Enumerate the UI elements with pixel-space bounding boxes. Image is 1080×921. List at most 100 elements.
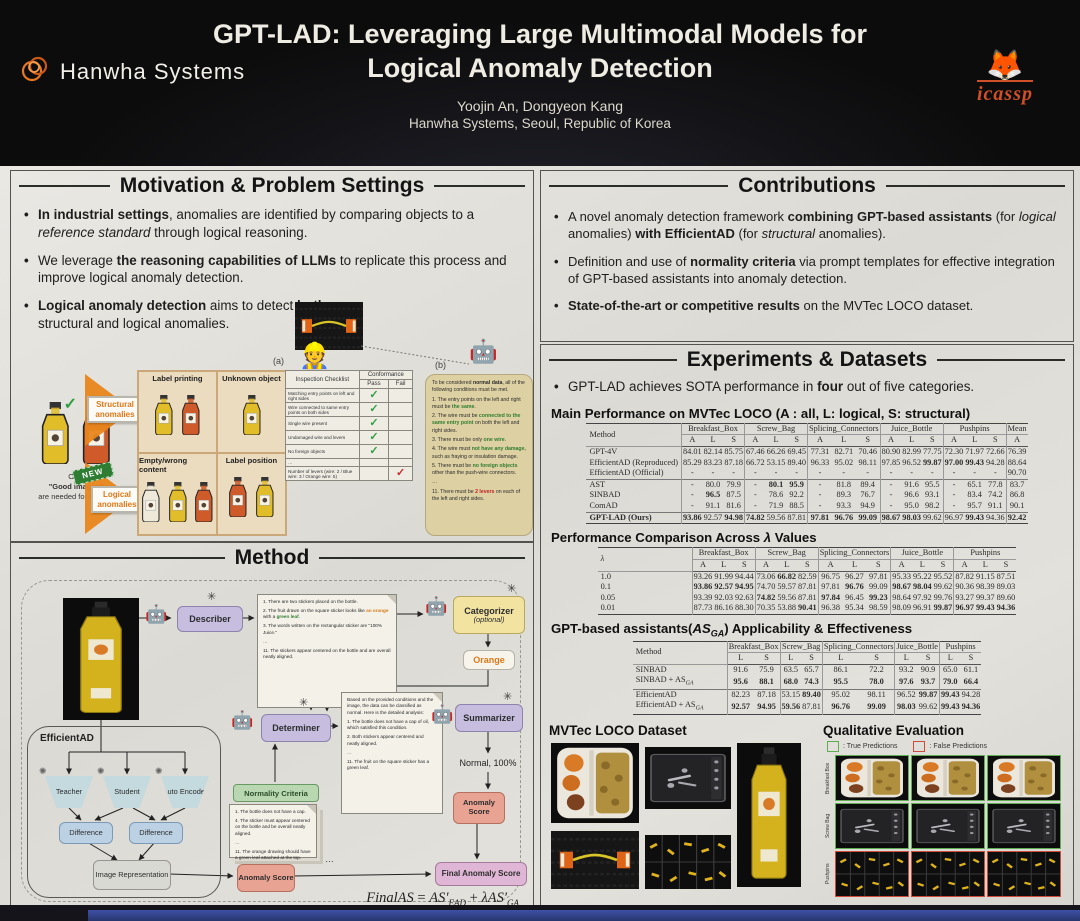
qualitative-image-breakfast-box — [835, 754, 909, 801]
note-line: 5. There must be no foreign objects othe… — [432, 462, 518, 477]
bullet-item: We leverage the reasoning capabilities o… — [23, 252, 523, 288]
final-anomaly-score-node: Final Anomaly Score — [435, 862, 527, 886]
hanwha-rings-icon — [18, 52, 52, 91]
method-title-row: Method — [19, 546, 525, 570]
bullet-item: A novel anomaly detection framework comb… — [553, 208, 1063, 243]
table-blue-strip — [88, 910, 1080, 921]
note-line: 2. The wire must be connected to the sam… — [432, 413, 521, 434]
bottle-icon — [142, 481, 160, 522]
bottle-icon — [155, 395, 173, 436]
category-result-node: Orange — [463, 650, 515, 670]
note-line: 11. The stickers appear centered on the … — [263, 647, 391, 660]
dataset-images — [549, 741, 809, 893]
checklist-row: … — [285, 458, 413, 467]
poster-title-line1: GPT-LAD: Leveraging Large Multimodal Mod… — [212, 19, 868, 49]
dataset-image-screw-bag — [645, 746, 731, 809]
checkmark-icon: ✓ — [63, 396, 77, 413]
method-pipeline-frame — [21, 580, 521, 902]
motivation-title: Motivation & Problem Settings — [119, 174, 425, 197]
openai-logo-icon: ✳ — [507, 583, 517, 595]
efficientad-block: EfficientAD — [27, 726, 221, 898]
difference-node: Difference — [129, 822, 183, 844]
image-representation-node: Image Representation — [93, 860, 171, 890]
icassp-logo-text: icassp — [977, 80, 1033, 105]
note-line: 4. The sticker must appear centered on t… — [235, 817, 310, 836]
openai-logo-icon: ✳ — [503, 691, 513, 703]
poster-authors: Yoojin An, Dongyeon Kang — [456, 97, 624, 114]
experiments-title: Experiments & Datasets — [686, 348, 928, 371]
pass-checkmark-icon: ✓ — [369, 445, 379, 457]
poster-banner: Hanwha Systems GPT-LAD: Leveraging Large… — [0, 0, 1080, 166]
checklist-row: Number of levers (wire: 2 / Blue wire: 3… — [285, 466, 413, 481]
hanwha-logo-text: Hanwha Systems — [60, 58, 246, 84]
inspector-worker-icon: 👷 — [299, 342, 331, 370]
categorizer-robot-icon: 🤖 — [425, 596, 448, 616]
network-icon: ✺ — [97, 766, 105, 776]
dataset-image-pushpins — [645, 834, 731, 889]
note-line: … — [432, 479, 438, 486]
legend-item: : False Predictions — [913, 740, 987, 752]
anomaly-quadrant: Label position — [217, 454, 285, 534]
dataset-block: MVTec LOCO Dataset — [549, 723, 815, 899]
qualitative-image-pushpins — [987, 850, 1061, 897]
splicing-connector-photo — [295, 302, 363, 350]
network-icon: ✺ — [39, 766, 47, 776]
qualitative-row: Screw Bag — [823, 802, 1067, 849]
qualitative-legend: : True Predictions: False Predictions — [827, 740, 1067, 752]
qualitative-image-pushpins — [911, 850, 985, 897]
final-score-formula: FinalAS = AS′EAD + λAS′GA — [366, 890, 519, 908]
checklist-row: Wire connected to same entry points on b… — [285, 402, 413, 417]
describer-robot-icon: 🤖 — [145, 604, 168, 624]
note-line: … — [263, 638, 268, 644]
legend-swatch — [913, 740, 926, 752]
note-line: 11. There must be 2 levers on each of th… — [432, 488, 521, 502]
dataset-image-juice-bottle — [737, 742, 801, 887]
label-b: (b) — [435, 360, 446, 370]
pass-checkmark-icon: ✓ — [369, 389, 379, 401]
anomaly-quadrant: Label printing — [139, 372, 216, 452]
qualitative-row-label: Breakfast Box — [825, 762, 831, 794]
motivation-bullets: In industrial settings, anomalies are id… — [23, 206, 523, 333]
pass-checkmark-icon: ✓ — [369, 403, 379, 415]
determiner-robot-icon: 🤖 — [231, 710, 254, 730]
bottle-icon — [168, 481, 187, 522]
checklist-row: No foreign objects✓ — [285, 444, 413, 459]
contributions-title-row: Contributions — [549, 174, 1066, 198]
note-line: … — [347, 749, 352, 755]
bottle-icon — [229, 477, 247, 518]
section-experiments: Experiments & Datasets GPT-LAD achieves … — [540, 344, 1074, 906]
determiner-node: Determiner — [261, 714, 331, 742]
qualitative-image-screw-bag — [987, 802, 1061, 849]
experiments-bullet: GPT-LAD achieves SOTA performance in fou… — [553, 378, 1063, 396]
poster-affiliation: Hanwha Systems, Seoul, Republic of Korea — [409, 115, 671, 131]
normality-criteria-header: Normality Criteria — [233, 784, 319, 802]
pass-checkmark-icon: ✓ — [369, 431, 379, 443]
peacock-icon: 🦊 — [986, 49, 1024, 82]
table-row: EfficientAD (Official)---------------90.… — [586, 468, 1028, 480]
poster-paper: Motivation & Problem Settings In industr… — [0, 166, 1080, 908]
note-line: 1. The entry points on the left and righ… — [432, 396, 521, 410]
summarizer-node: Summarizer — [455, 704, 523, 732]
categorizer-node: Categorizer (optional) — [453, 596, 525, 634]
ellipsis: … — [325, 854, 334, 864]
bullet-item: Logical anomaly detection aims to detect… — [23, 297, 340, 333]
note-line: … — [235, 839, 240, 845]
qualitative-image-breakfast-box — [987, 754, 1061, 801]
